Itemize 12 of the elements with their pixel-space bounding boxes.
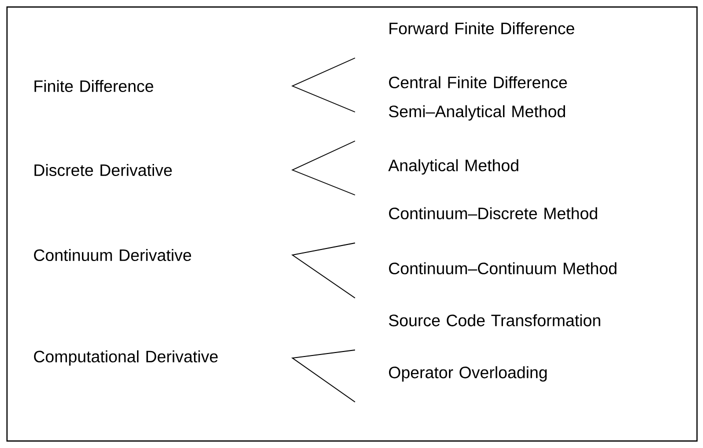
item-label: Analytical Method: [388, 159, 518, 175]
branch-label: Continuum Derivative: [34, 248, 192, 262]
item-label: Forward Finite Difference: [390, 22, 574, 34]
branch-label: Computational Derivative: [34, 350, 218, 366]
item-label: Continuum–Continuum Method: [389, 262, 616, 274]
item-label: Continuum–Discrete Method: [389, 207, 598, 220]
branch-label: Discrete Derivative: [34, 164, 172, 176]
item-label: Operator Overloading: [389, 366, 547, 382]
item-label: Source Code Transformation: [388, 314, 600, 326]
item-label: Semi–Analytical Method: [388, 105, 566, 121]
branch-label: Finite Difference: [34, 80, 154, 92]
item-label: Central Finite Difference: [389, 76, 567, 88]
